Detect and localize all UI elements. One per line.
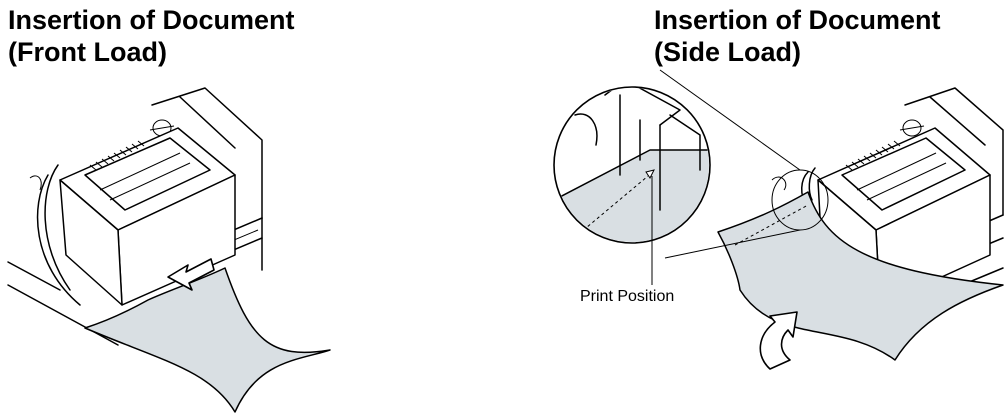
side-load-title-line1: Insertion of Document	[654, 5, 941, 35]
side-load-title: Insertion of Document (Side Load)	[654, 4, 941, 68]
front-load-title-line2: (Front Load)	[8, 37, 167, 67]
zoom-connector-top	[659, 69, 801, 171]
side-insert-arrow-icon	[759, 311, 798, 370]
front-load-title: Insertion of Document (Front Load)	[8, 4, 295, 68]
front-insert-arrow-icon	[167, 258, 215, 291]
side-load-title-line2: (Side Load)	[654, 37, 801, 67]
zoom-connector-bottom	[664, 229, 801, 259]
front-load-title-line1: Insertion of Document	[8, 5, 295, 35]
side-document-print-line	[734, 204, 809, 246]
front-load-document	[84, 267, 331, 413]
magnified-detail	[553, 86, 711, 244]
print-position-label: Print Position	[580, 288, 675, 305]
